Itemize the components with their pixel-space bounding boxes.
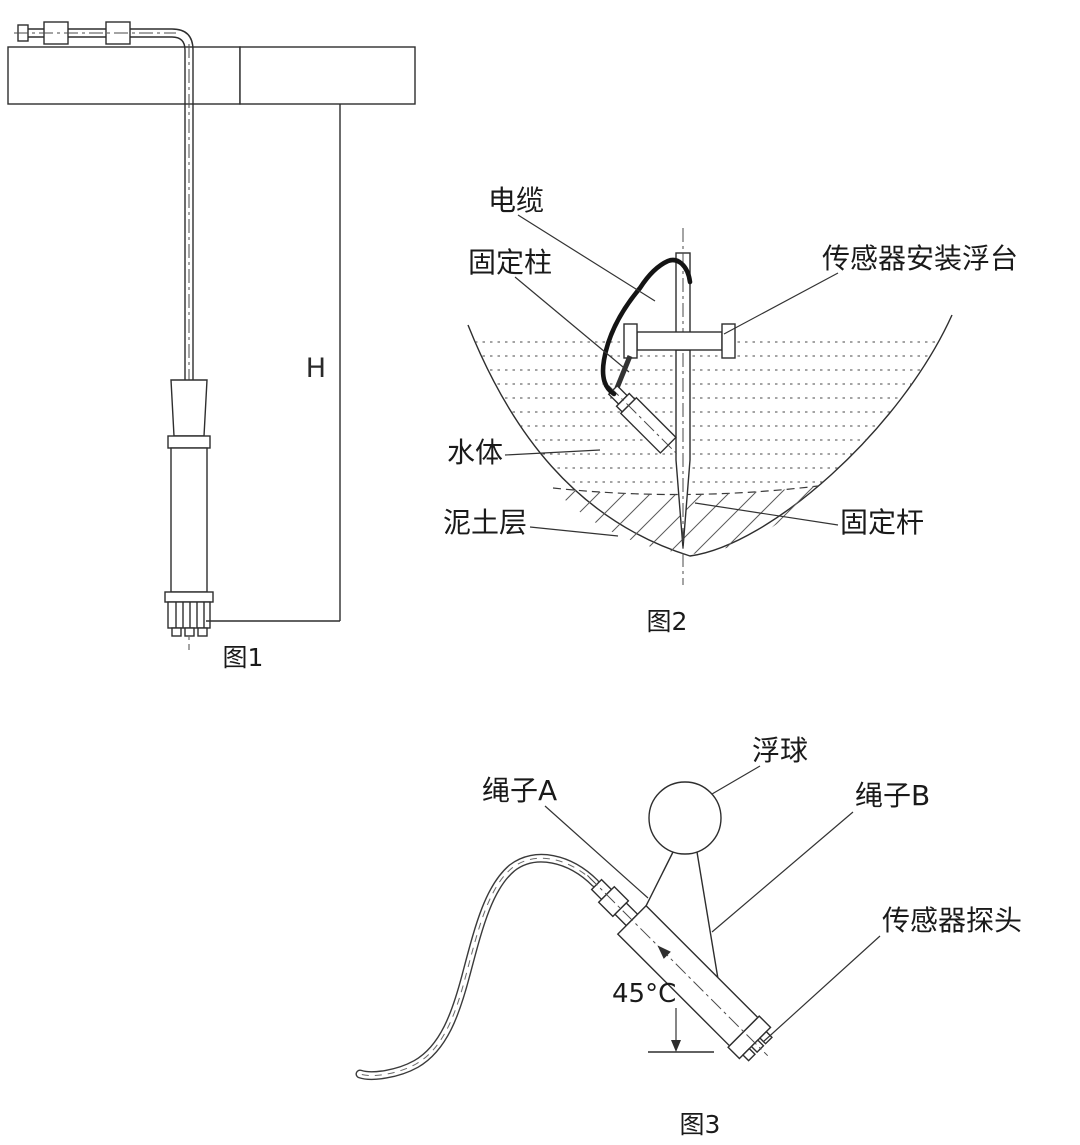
mud-layer [552, 485, 819, 554]
rope-b-label: 绳子B [855, 779, 930, 812]
angle-label: 45°C [612, 979, 676, 1009]
sensor-cable [600, 257, 693, 397]
water-surface-lines [468, 341, 952, 483]
centerline-arrowhead [657, 945, 671, 959]
tilted-probe-sensor [587, 875, 773, 1062]
cable-label: 电缆 [488, 184, 544, 217]
cable-curve [355, 853, 600, 1081]
sensor-probe-label: 传感器探头 [882, 904, 1022, 937]
figure-2-caption: 图2 [647, 607, 688, 636]
float-ball [648, 781, 722, 855]
figure-1-caption: 图1 [223, 643, 264, 672]
figure-3-caption: 图3 [680, 1110, 721, 1139]
mud-layer-label: 泥土层 [443, 506, 527, 539]
sensor-fixing-post [614, 355, 633, 389]
figure-1: H 图1 [7, 21, 416, 672]
water-basin-outline [467, 314, 953, 557]
angle-annotation: 45°C [612, 979, 714, 1053]
float-ball-label: 浮球 [752, 734, 808, 767]
figure-2: 电缆 固定柱 传感器安装浮台 水体 泥土层 固定杆 图2 [443, 184, 1018, 636]
tilted-sensor [607, 384, 679, 456]
float-platform-label: 传感器安装浮台 [822, 242, 1018, 275]
cable-assembly [14, 21, 194, 650]
fixing-post-label: 固定柱 [468, 246, 552, 279]
fig2-callouts: 电缆 固定柱 传感器安装浮台 水体 泥土层 固定杆 [443, 184, 1018, 539]
height-label: H [306, 353, 326, 384]
sensor-body [164, 379, 214, 637]
height-dimension: H [206, 104, 341, 622]
mud-hatching [553, 486, 818, 554]
rope-a-label: 绳子A [482, 774, 557, 807]
fixing-rod [675, 228, 691, 585]
float-platform [623, 323, 736, 359]
water-body-label: 水体 [447, 436, 503, 469]
fixing-rod-label: 固定杆 [840, 506, 924, 539]
mounting-platform [7, 46, 416, 105]
fig3-callouts: 浮球 绳子A 绳子B 传感器探头 [482, 734, 1022, 1043]
figure-3: 45°C 浮球 绳子A 绳子B 传感器探头 图3 [355, 734, 1022, 1139]
